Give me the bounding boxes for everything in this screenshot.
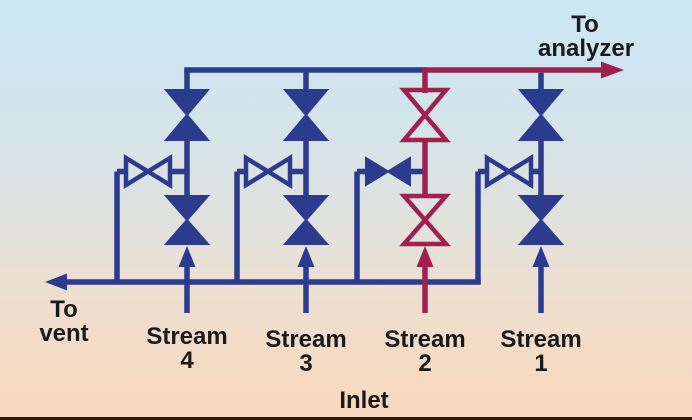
to-analyzer-label-line2: analyzer [538, 35, 634, 62]
stream-number: 1 [534, 350, 547, 377]
vent-arrowhead-icon [45, 273, 67, 291]
analyzer-arrowhead-icon [601, 61, 624, 79]
vent-header [45, 273, 481, 291]
top-block-valve-closed [282, 89, 330, 141]
inlet-arrowhead-icon [532, 246, 550, 267]
stream-label: Stream [500, 326, 581, 353]
bleed-valve-open [243, 153, 293, 190]
bottom-block-valve-open [399, 193, 451, 247]
bottom-block-valve-closed [282, 195, 330, 245]
stream-number: 4 [180, 347, 194, 374]
bottom-block-valve-closed [517, 195, 565, 245]
stream-label: Stream [146, 323, 227, 350]
inlet-arrowhead-icon [297, 246, 315, 267]
stream-number: 3 [299, 350, 312, 377]
bottom-block-valve-closed [163, 195, 211, 245]
stream-label: Stream [384, 326, 465, 353]
top-block-valve-closed [163, 89, 211, 141]
to-analyzer-label-line1: To [571, 11, 599, 38]
to-vent-label-line1: To [50, 296, 78, 323]
bleed-valve-closed [365, 156, 411, 187]
bleed-valve-open [123, 153, 173, 190]
stream-number: 2 [418, 350, 431, 377]
to-vent-label-line2: vent [39, 320, 88, 347]
inlet-arrowhead-icon [178, 246, 196, 267]
top-block-valve-open [399, 87, 451, 143]
figure-bottom-border [0, 417, 692, 420]
inlet-arrowhead-icon [416, 246, 434, 267]
stream-label: Stream [265, 326, 346, 353]
inlet-label: Inlet [339, 387, 388, 414]
top-block-valve-closed [517, 89, 565, 141]
bleed-valve-open [484, 153, 534, 190]
analyzer-header [184, 61, 624, 79]
